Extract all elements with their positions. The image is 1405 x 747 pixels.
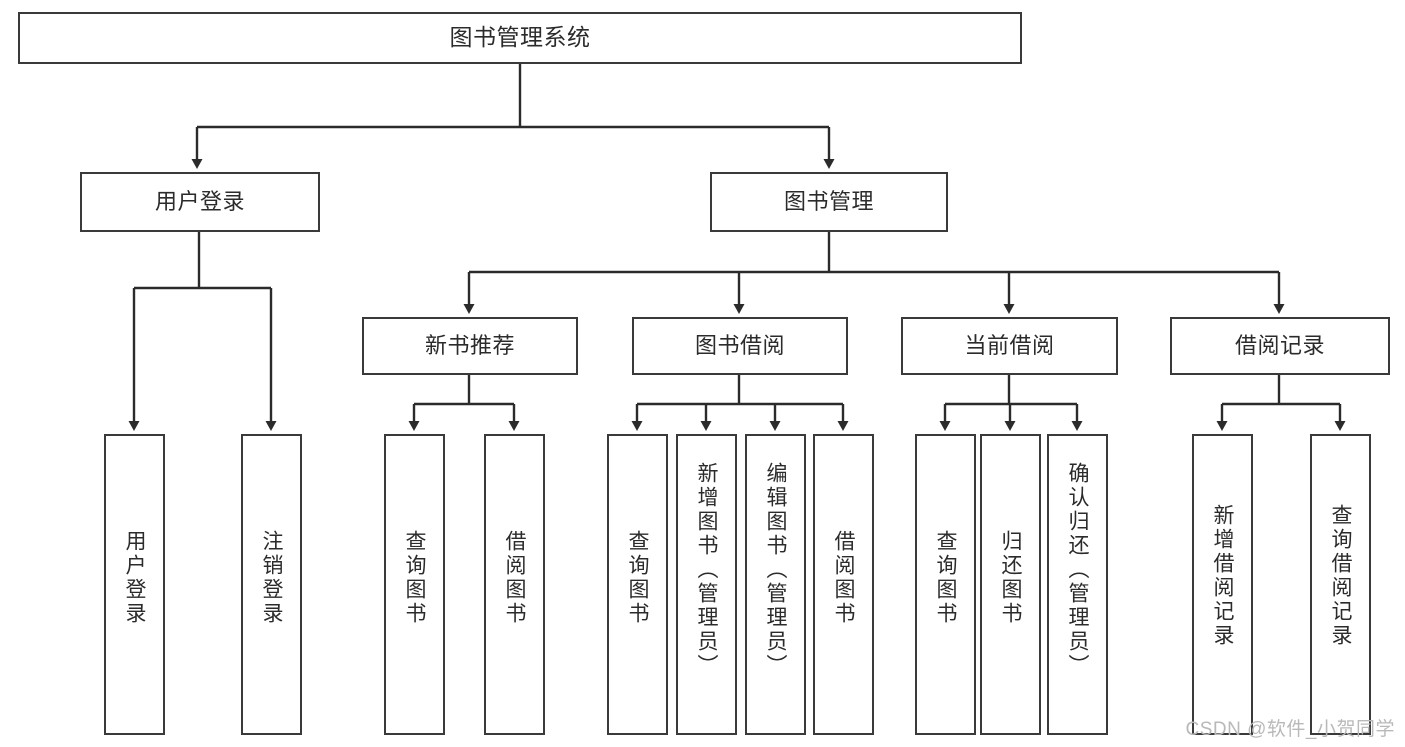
node-label: 图书管理系统 bbox=[449, 24, 591, 51]
node-label: 注销登录 bbox=[260, 530, 283, 626]
node-new-book-recommendation[interactable]: 新书推荐 bbox=[362, 317, 578, 375]
leaf-query-book-borrow[interactable]: 查询图书 bbox=[607, 434, 668, 735]
node-label: 用户登录 bbox=[154, 189, 245, 215]
leaf-user-login[interactable]: 用户登录 bbox=[104, 434, 165, 735]
node-label: 借阅图书 bbox=[503, 530, 526, 626]
leaf-borrow-book[interactable]: 借阅图书 bbox=[813, 434, 874, 735]
node-label: 查询借阅记录 bbox=[1329, 504, 1352, 648]
node-borrow-record[interactable]: 借阅记录 bbox=[1170, 317, 1390, 375]
node-label: 用户登录 bbox=[123, 530, 146, 626]
node-current-borrow[interactable]: 当前借阅 bbox=[901, 317, 1118, 375]
node-label: 确认归还（管理员） bbox=[1066, 462, 1089, 678]
leaf-edit-book-admin[interactable]: 编辑图书（管理员） bbox=[745, 434, 806, 735]
leaf-add-borrow-record[interactable]: 新增借阅记录 bbox=[1192, 434, 1253, 735]
node-label: 查询图书 bbox=[403, 530, 426, 626]
node-label: 借阅记录 bbox=[1234, 333, 1325, 359]
leaf-query-borrow-record[interactable]: 查询借阅记录 bbox=[1310, 434, 1371, 735]
node-label: 归还图书 bbox=[999, 530, 1022, 626]
watermark: CSDN @软件_小贺同学 bbox=[1185, 719, 1395, 740]
leaf-return-book[interactable]: 归还图书 bbox=[980, 434, 1041, 735]
leaf-add-book-admin[interactable]: 新增图书（管理员） bbox=[676, 434, 737, 735]
node-label: 图书管理 bbox=[783, 189, 874, 215]
node-label: 查询图书 bbox=[934, 530, 957, 626]
node-label: 当前借阅 bbox=[964, 333, 1055, 359]
leaf-borrow-book-new-recommendation[interactable]: 借阅图书 bbox=[484, 434, 545, 735]
leaf-query-book-current[interactable]: 查询图书 bbox=[915, 434, 976, 735]
node-book-management[interactable]: 图书管理 bbox=[710, 172, 948, 232]
node-user-login[interactable]: 用户登录 bbox=[80, 172, 320, 232]
node-label: 借阅图书 bbox=[832, 530, 855, 626]
leaf-logout[interactable]: 注销登录 bbox=[241, 434, 302, 735]
node-label: 新增借阅记录 bbox=[1211, 504, 1234, 648]
node-book-borrow[interactable]: 图书借阅 bbox=[632, 317, 848, 375]
node-label: 编辑图书（管理员） bbox=[764, 462, 787, 678]
node-label: 图书借阅 bbox=[694, 333, 785, 359]
node-label: 查询图书 bbox=[626, 530, 649, 626]
node-label: 新增图书（管理员） bbox=[695, 462, 718, 678]
node-label: 新书推荐 bbox=[424, 333, 515, 359]
node-root-book-management-system[interactable]: 图书管理系统 bbox=[18, 12, 1022, 64]
leaf-confirm-return-admin[interactable]: 确认归还（管理员） bbox=[1047, 434, 1108, 735]
leaf-query-book-new-recommendation[interactable]: 查询图书 bbox=[384, 434, 445, 735]
